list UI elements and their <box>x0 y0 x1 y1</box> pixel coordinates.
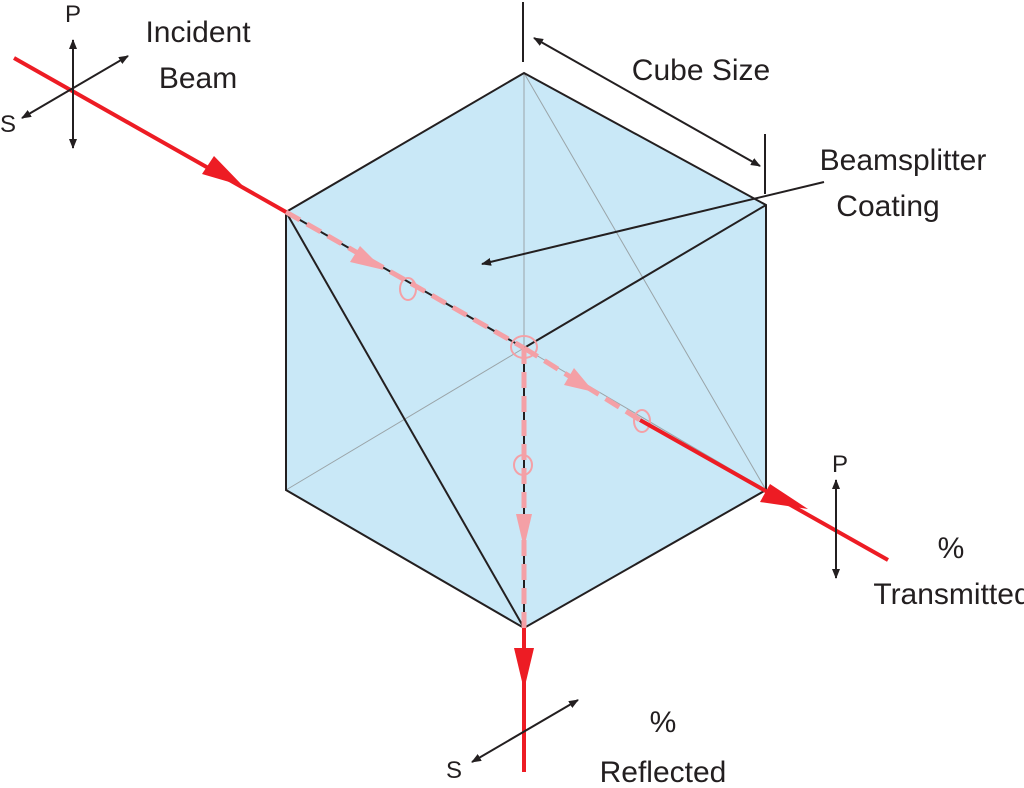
beamsplitter-diagonal <box>285 211 525 629</box>
incident-beam-arrow <box>202 156 243 186</box>
reflected-label-line2: Reflected <box>600 756 727 788</box>
internal-transmitted-arrow <box>564 368 594 392</box>
incident-p-label: P <box>65 1 81 28</box>
coating-label-line1: Beamsplitter <box>820 144 987 177</box>
transmitted-beam-arrow <box>760 484 808 509</box>
cube-size-dimension <box>522 2 766 194</box>
cube-size-label: Cube Size <box>632 54 770 87</box>
incident-beam-label-line2: Beam <box>159 62 237 95</box>
incident-beam <box>13 56 287 214</box>
reflected-label-line1: % <box>650 706 677 739</box>
internal-beam <box>284 209 526 351</box>
coating-leader-arrow <box>481 181 825 266</box>
coating-label-line2: Coating <box>836 190 939 223</box>
cube-size-arrow <box>533 37 761 167</box>
incident-s-arrow <box>21 55 129 119</box>
transmitted-label-line1: % <box>938 532 965 565</box>
reflected-beam-arrow <box>514 648 534 690</box>
polarization-arrows <box>21 39 840 763</box>
internal-beam-arrow <box>350 246 384 270</box>
internal-reflected-arrow <box>516 514 532 548</box>
polarization-markers <box>399 277 651 476</box>
transmitted-p-label: P <box>832 451 848 478</box>
reflected-s-label: S <box>446 757 462 784</box>
incident-s-label: S <box>0 111 16 138</box>
reflected-s-arrow <box>471 699 579 763</box>
beam-paths <box>13 56 889 772</box>
incident-beam-label-line1: Incident <box>145 16 251 49</box>
transmitted-label-line2: Transmitted <box>873 578 1024 611</box>
transmitted-beam <box>639 418 889 562</box>
